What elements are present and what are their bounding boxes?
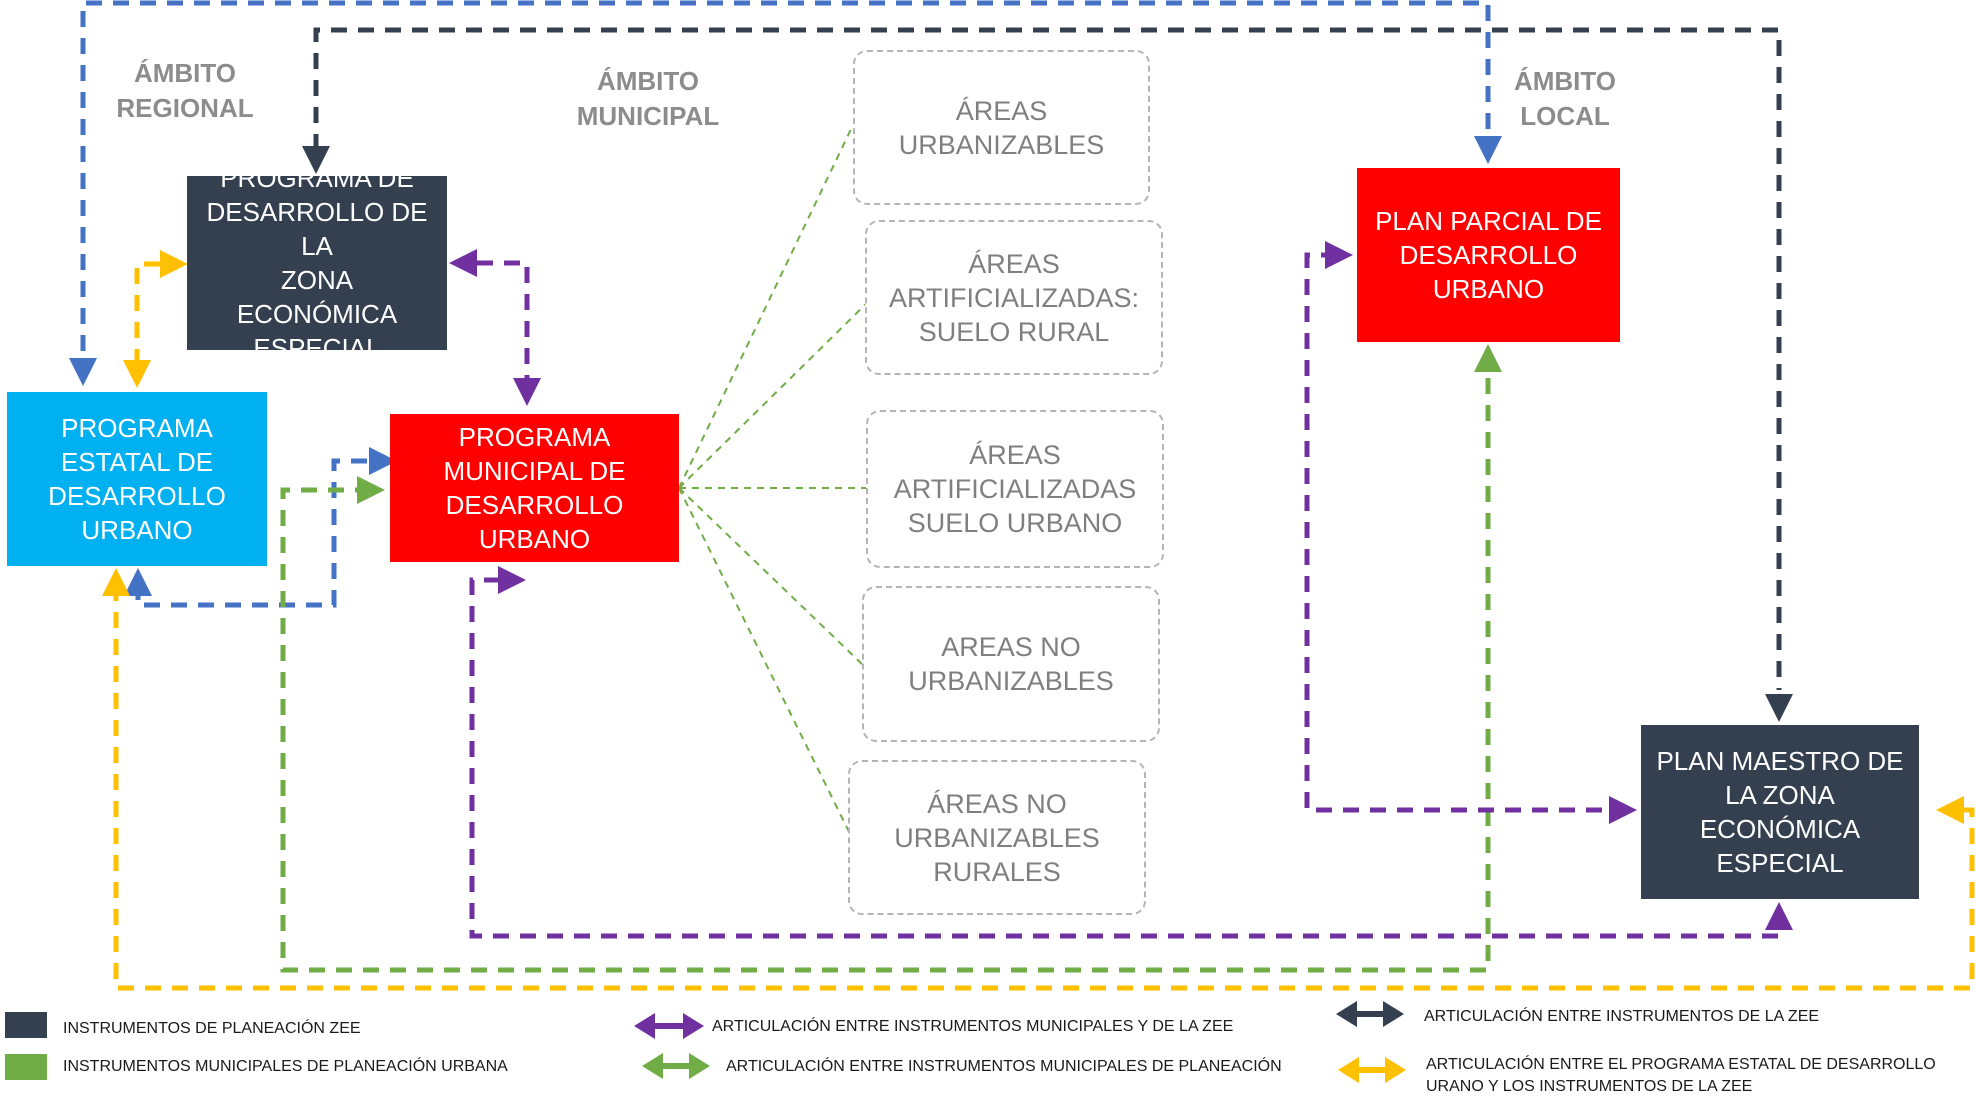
plan-parcial-box: PLAN PARCIAL DE DESARROLLO URBANO [1357, 168, 1620, 342]
legend-purple-double-arrow-icon [634, 1013, 704, 1039]
programa-desarrollo-zee-box: PROGRAMA DE DESARROLLO DE LA ZONA ECONÓM… [187, 163, 447, 363]
arrowhead-purple-into-municipal-bottom [498, 566, 526, 594]
area-box-no-urbanizables: AREAS NO URBANIZABLES [862, 586, 1160, 742]
arrowhead-dark-into-zee [302, 146, 330, 174]
fan-line-2 [678, 295, 875, 489]
arrowhead-yellow-into-estatal-bottom [102, 568, 130, 596]
arrowhead-purple-into-municipal-top [513, 378, 541, 406]
arrowhead-purple-into-plan-parcial [1325, 241, 1353, 269]
area-box-artificializadas-rural: ÁREAS ARTIFICIALIZADAS: SUELO RURAL [865, 220, 1163, 375]
legend-arrows [634, 1001, 1406, 1083]
programa-municipal-box: PROGRAMA MUNICIPAL DE DESARROLLO URBANO [390, 414, 679, 562]
arrowhead-green-into-plan-parcial [1474, 344, 1502, 372]
legend-green-double-arrow-icon [642, 1053, 710, 1079]
legend-label-municipal-instruments: INSTRUMENTOS MUNICIPALES DE PLANEACIÓN U… [63, 1058, 508, 1075]
legend-label-zee-instruments: INSTRUMENTOS DE PLANEACIÓN ZEE [63, 1020, 361, 1037]
arrowhead-purple-into-plan-maestro-left [1609, 796, 1637, 824]
legend-label-dark-articulation: ARTICULACIÓN ENTRE INSTRUMENTOS DE LA ZE… [1424, 1008, 1820, 1025]
connector-green-estatal-to-municipal [280, 370, 1491, 973]
arrowhead-blue-into-municipal [369, 447, 397, 475]
connector-purple-zee-to-municipal [477, 260, 530, 385]
arrowhead-dark-into-plan-maestro [1765, 694, 1793, 722]
arrowhead-blue-into-plan-parcial [1474, 136, 1502, 164]
arrowhead-purple-into-zee [449, 249, 477, 277]
zone-label-municipal: ÁMBITO MUNICIPAL [576, 66, 720, 131]
connector-yellow-estatal-to-zee [134, 261, 168, 365]
legend-label-purple-articulation: ARTICULACIÓN ENTRE INSTRUMENTOS MUNICIPA… [712, 1018, 1234, 1035]
zone-label-local: ÁMBITO LOCAL [1513, 66, 1617, 131]
legend-yellow-double-arrow-icon [1338, 1057, 1406, 1083]
arrowhead-yellow-into-estatal-top [123, 360, 151, 388]
arrowhead-blue-into-estatal [69, 358, 97, 386]
connector-blue-estatal-to-municipal [135, 458, 375, 608]
fan-line-5 [678, 487, 859, 851]
zone-label-regional: ÁMBITO REGIONAL [116, 58, 254, 123]
fan-line-1 [678, 124, 854, 489]
arrowhead-yellow-into-plan-maestro [1936, 796, 1964, 824]
connector-purple-municipal-to-plan-maestro [469, 577, 1782, 939]
legend-label-green-articulation: ARTICULACIÓN ENTRE INSTRUMENTOS MUNICIPA… [726, 1058, 1282, 1075]
area-box-no-urbanizables-rurales: ÁREAS NO URBANIZABLES RURALES [848, 760, 1146, 915]
legend-dark-double-arrow-icon [1336, 1001, 1404, 1027]
legend-swatch-municipal [5, 1054, 47, 1080]
fan-line-4 [678, 487, 865, 667]
plan-maestro-box: PLAN MAESTRO DE LA ZONA ECONÓMICA ESPECI… [1641, 725, 1919, 899]
connector-yellow-estatal-to-plan-maestro [113, 585, 1975, 991]
arrowhead-yellow-into-zee [160, 250, 188, 278]
arrowhead-blue-into-estatal-bottom [124, 568, 152, 596]
arrowhead-green-into-municipal [357, 476, 385, 504]
legend-swatch-zee [5, 1012, 47, 1038]
area-box-artificializadas-urbano: ÁREAS ARTIFICIALIZADAS SUELO URBANO [866, 410, 1164, 568]
area-box-urbanizables: ÁREAS URBANIZABLES [853, 50, 1150, 205]
connector-purple-plan-parcial-to-plan-maestro [1304, 252, 1613, 813]
legend-label-yellow-articulation: ARTICULACIÓN ENTRE EL PROGRAMA ESTATAL D… [1426, 1056, 1936, 1095]
programa-estatal-box: PROGRAMA ESTATAL DE DESARROLLO URBANO [7, 392, 267, 566]
connector-dark-zee-to-plan-maestro [313, 27, 1782, 690]
arrowhead-purple-into-plan-maestro-bottom [1765, 902, 1793, 930]
